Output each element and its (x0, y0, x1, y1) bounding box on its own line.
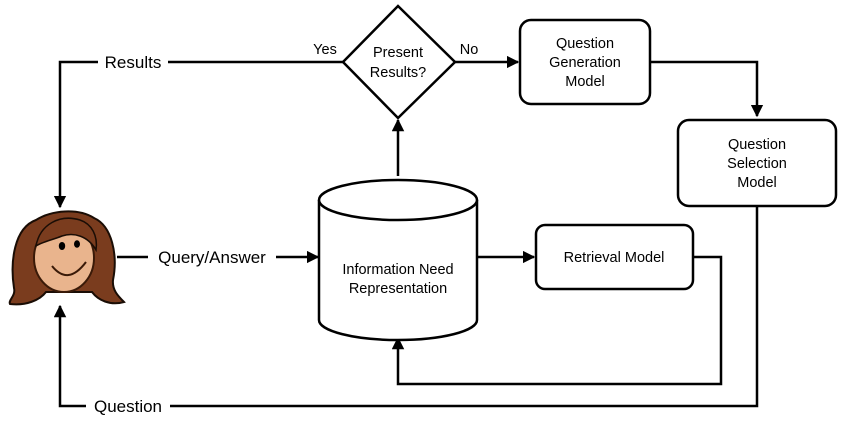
qgen-line-1: Question (556, 36, 614, 52)
decision-line-1: Present (373, 45, 423, 61)
question-generation-model-box: Question Generation Model (518, 18, 652, 106)
question-label: Question (94, 397, 162, 416)
edge-question (53, 206, 759, 408)
retrieval-label: Retrieval Model (564, 250, 665, 266)
qgen-line-2: Generation (549, 55, 621, 71)
user-avatar-icon (8, 210, 126, 306)
results-label: Results (105, 53, 162, 72)
decision-line-2: Results? (370, 65, 426, 81)
yes-label: Yes (313, 42, 337, 58)
no-label: No (460, 42, 479, 58)
edge-retrieval-feedback (391, 255, 723, 386)
edge-results (53, 60, 343, 209)
qsel-line-3: Model (737, 175, 777, 191)
qgen-line-3: Model (565, 74, 605, 90)
info-need-line-2: Representation (349, 281, 447, 297)
present-results-decision: Present Results? (341, 4, 457, 120)
query-answer-label: Query/Answer (158, 248, 266, 267)
qsel-line-1: Question (728, 137, 786, 153)
information-need-database: Information Need Representation (317, 178, 479, 342)
qsel-line-2: Selection (727, 156, 787, 172)
edge-generation-to-selection (650, 60, 764, 118)
question-selection-model-box: Question Selection Model (676, 118, 838, 208)
retrieval-model-box: Retrieval Model (534, 223, 695, 291)
info-need-line-1: Information Need (342, 262, 453, 278)
